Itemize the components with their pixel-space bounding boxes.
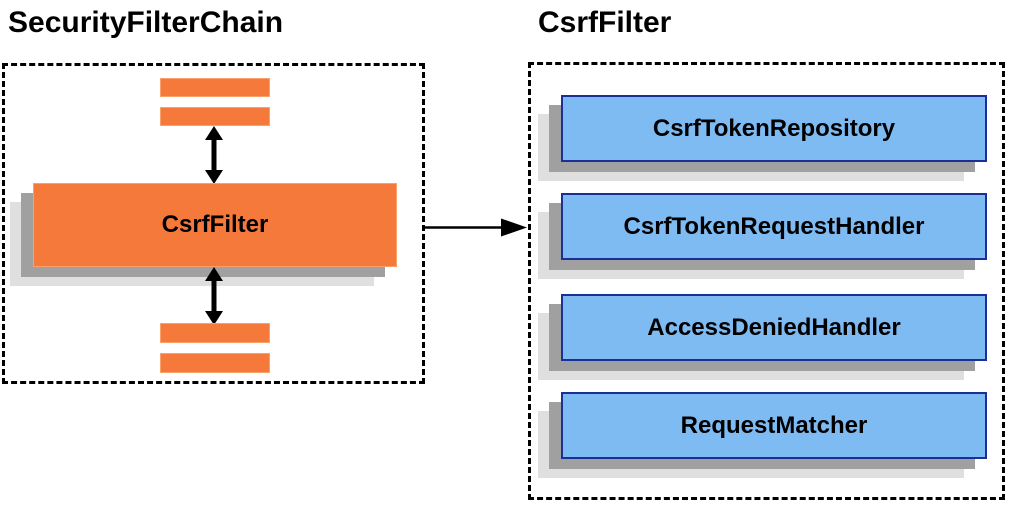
left-panel-title: SecurityFilterChain bbox=[8, 6, 284, 39]
component-label: CsrfTokenRequestHandler bbox=[623, 212, 925, 240]
csrf-filter-box: CsrfFilter bbox=[33, 183, 397, 267]
up-down-arrow-icon bbox=[205, 267, 223, 325]
security-filter-chain-container: CsrfFilter bbox=[2, 63, 425, 384]
component-box-access-denied-handler: AccessDeniedHandler bbox=[561, 294, 987, 361]
filter-chain-bar-bottom-2 bbox=[160, 353, 270, 373]
filter-chain-bar-top-1 bbox=[160, 78, 270, 97]
filter-chain-bar-bottom-1 bbox=[160, 323, 270, 343]
component-label: AccessDeniedHandler bbox=[647, 313, 901, 341]
right-arrow-icon bbox=[424, 218, 527, 237]
right-panel-title: CsrfFilter bbox=[538, 6, 672, 39]
csrf-filter-box-label: CsrfFilter bbox=[161, 211, 269, 238]
filter-chain-bar-top-2 bbox=[160, 107, 270, 126]
csrf-filter-container bbox=[528, 62, 1005, 500]
component-label: RequestMatcher bbox=[680, 411, 868, 439]
component-label: CsrfTokenRepository bbox=[652, 114, 896, 142]
up-down-arrow-icon bbox=[205, 126, 223, 184]
component-box-csrf-token-repository: CsrfTokenRepository bbox=[561, 95, 987, 162]
component-box-request-matcher: RequestMatcher bbox=[561, 392, 987, 459]
component-box-csrf-token-request-handler: CsrfTokenRequestHandler bbox=[561, 193, 987, 260]
